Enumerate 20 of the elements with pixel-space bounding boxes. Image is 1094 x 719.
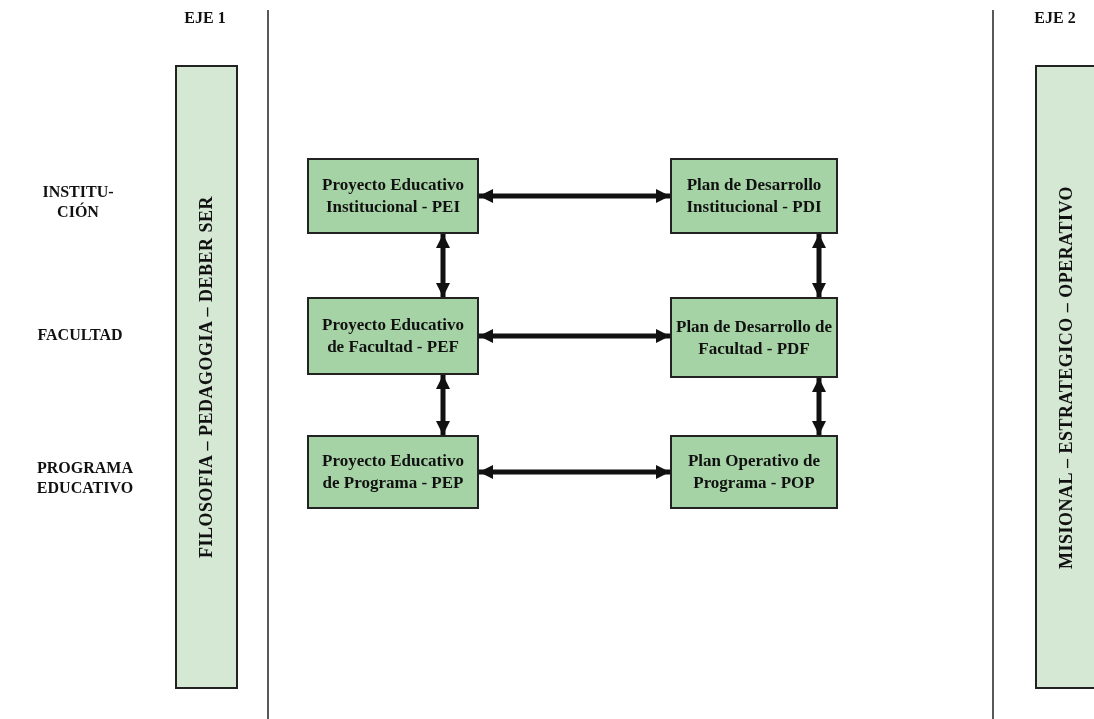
process-box: Plan de Desarrollo Institucional - PDI: [670, 158, 838, 234]
vertical-band: FILOSOFIA – PEDAGOGIA – DEBER SER: [175, 65, 238, 689]
process-box: Proyecto Educativo Institucional - PEI: [307, 158, 479, 234]
axis-heading: EJE 2: [1033, 8, 1077, 28]
vertical-band: MISIONAL – ESTRATEGICO – OPERATIVO: [1035, 65, 1094, 689]
axis-heading: EJE 1: [183, 8, 227, 28]
level-label: FACULTAD: [36, 325, 124, 345]
process-box: Proyecto Educativo de Programa - PEP: [307, 435, 479, 509]
double-arrow: [479, 329, 670, 343]
double-arrow: [812, 234, 826, 297]
double-arrow: [812, 378, 826, 435]
process-box: Plan de Desarrollo de Facultad - PDF: [670, 297, 838, 378]
double-arrow: [436, 234, 450, 297]
level-label: INSTITU-CIÓN: [41, 182, 115, 222]
process-box: Plan Operativo de Programa - POP: [670, 435, 838, 509]
level-label: PROGRAMA EDUCATIVO: [35, 458, 135, 498]
process-box: Proyecto Educativo de Facultad - PEF: [307, 297, 479, 375]
double-arrow: [436, 375, 450, 435]
double-arrow: [479, 465, 670, 479]
double-arrow: [479, 189, 670, 203]
